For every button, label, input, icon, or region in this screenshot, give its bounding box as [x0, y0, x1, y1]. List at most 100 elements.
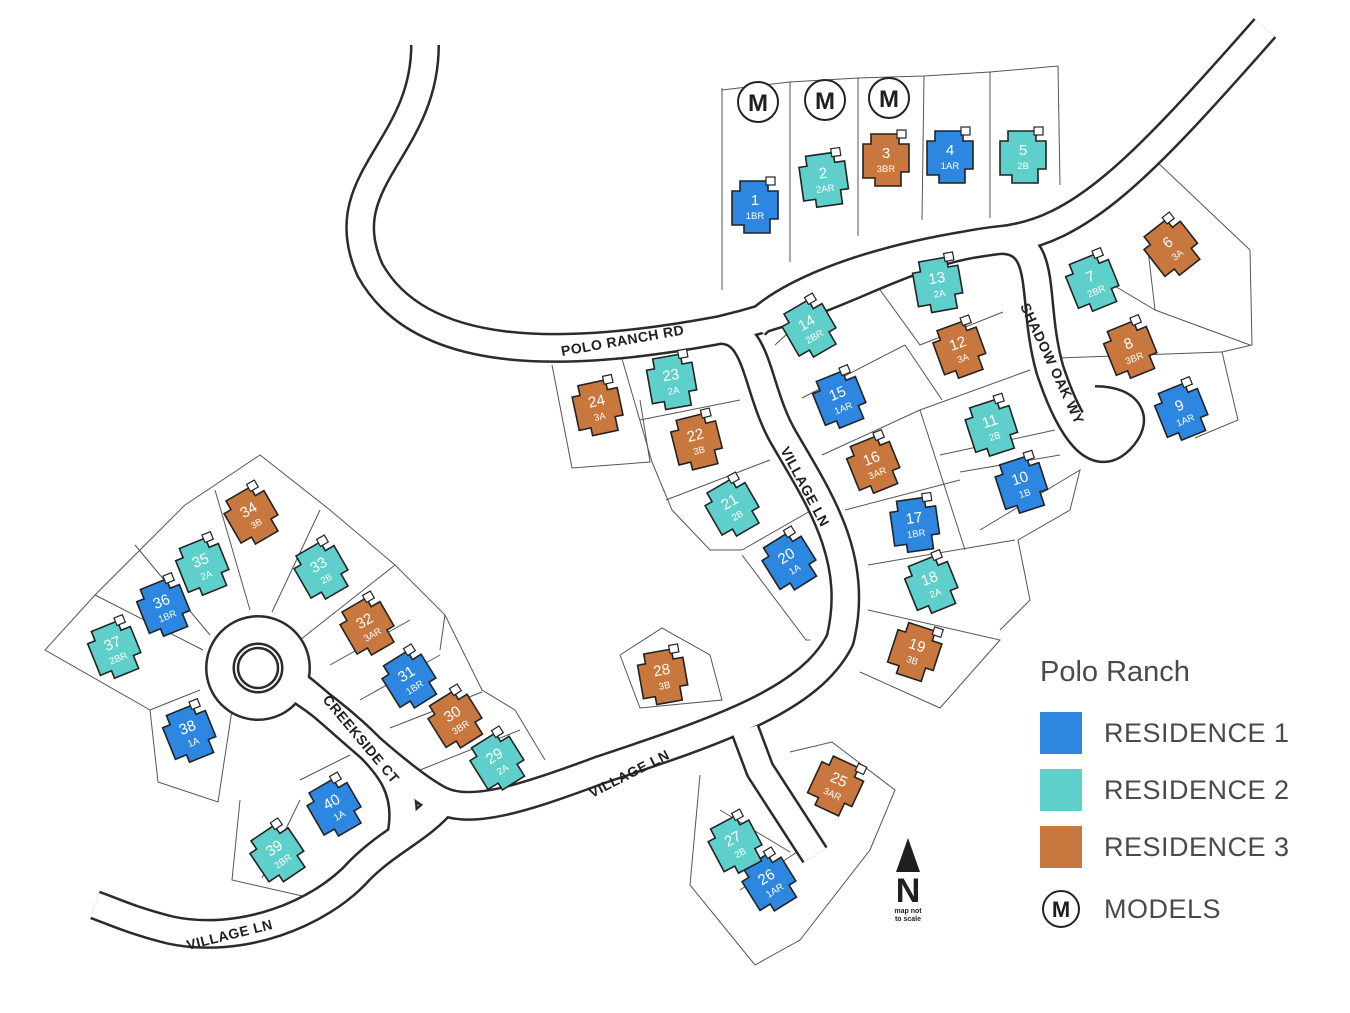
homesite-6[interactable]: 63A — [1135, 210, 1206, 282]
homesite-building[interactable] — [798, 151, 851, 209]
homesite-building[interactable] — [962, 396, 1022, 460]
homesite-building[interactable] — [700, 474, 766, 542]
homesite-plan-type: 1B — [1018, 487, 1032, 501]
homesite-building[interactable] — [84, 617, 146, 682]
homesite-building[interactable] — [423, 686, 490, 754]
homesite-building[interactable] — [843, 432, 905, 497]
homesite-building[interactable] — [172, 534, 234, 599]
homesite-building[interactable] — [1100, 317, 1162, 382]
homesite-building[interactable] — [645, 352, 699, 411]
homesite-plan-type: 3A — [956, 352, 971, 367]
homesite-building[interactable] — [809, 367, 871, 432]
homesite-5[interactable]: 52B — [999, 126, 1047, 184]
homesite-number: 19 — [906, 635, 927, 656]
homesite-building[interactable] — [289, 537, 355, 605]
homesite-number: 18 — [919, 568, 941, 590]
homesite-building[interactable] — [636, 647, 690, 706]
homesite-building[interactable] — [929, 318, 990, 383]
homesite-building[interactable] — [926, 130, 974, 184]
homesite-building[interactable] — [703, 811, 768, 879]
garage-notch — [854, 762, 868, 776]
homesite-building[interactable] — [1062, 250, 1124, 315]
svg-text:M: M — [748, 90, 768, 117]
homesite-number: 40 — [320, 791, 343, 814]
homesite-building[interactable] — [992, 453, 1052, 517]
homesite-building[interactable] — [804, 753, 868, 820]
homesite-building[interactable] — [244, 820, 311, 889]
homesite-number: 25 — [828, 769, 850, 791]
homesite-building[interactable] — [757, 528, 824, 596]
homesite-building[interactable] — [885, 620, 945, 684]
homesite-building[interactable] — [133, 575, 195, 640]
homesite-plan-type: 1BR — [746, 211, 765, 222]
garage-notch — [726, 471, 741, 485]
legend-label-residence-3: RESIDENCE 3 — [1104, 832, 1290, 862]
homesite-building[interactable] — [159, 701, 221, 766]
homesite-building[interactable] — [1151, 379, 1213, 444]
homesite-building[interactable] — [465, 728, 532, 796]
legend-label-residence-1: RESIDENCE 1 — [1104, 718, 1290, 748]
garage-notch — [921, 491, 933, 503]
homesite-building[interactable] — [570, 378, 626, 438]
homesite-number: 1 — [751, 192, 759, 209]
homesite-building[interactable] — [911, 255, 965, 314]
homesite-building[interactable] — [302, 774, 368, 842]
homesite-building[interactable] — [777, 295, 843, 363]
homesite-building[interactable] — [999, 130, 1047, 184]
homesite-building[interactable] — [377, 646, 444, 714]
homesite-building[interactable] — [335, 593, 401, 661]
homesite-building[interactable] — [731, 180, 779, 234]
homesite-building[interactable] — [1138, 213, 1206, 282]
street-label-creekside-ct: CREEKSIDE CT — [320, 692, 403, 787]
legend-item-residence-2: RESIDENCE 2 — [1040, 769, 1330, 811]
homesite-building[interactable] — [219, 482, 285, 550]
homesite-plan-type: 2A — [933, 288, 947, 301]
homesite-building[interactable] — [889, 496, 942, 554]
garage-notch — [930, 548, 944, 562]
homesite-building[interactable] — [862, 133, 910, 187]
garage-notch — [872, 428, 886, 442]
homesite-plan-type: 2A — [199, 568, 215, 583]
homesite-building[interactable] — [668, 411, 725, 473]
homesite-number: 21 — [718, 491, 741, 514]
svg-text:M: M — [815, 88, 835, 115]
homesite-building[interactable] — [901, 552, 963, 617]
